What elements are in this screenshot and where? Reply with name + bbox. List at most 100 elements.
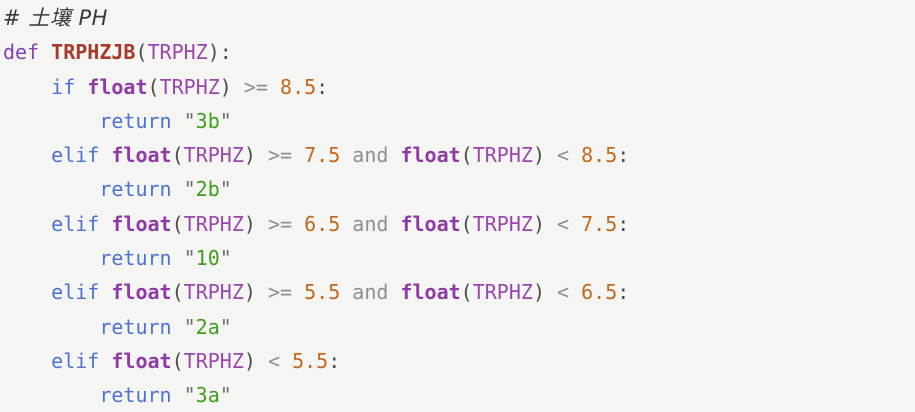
token-keyword-flow: return bbox=[99, 246, 172, 271]
token-plain bbox=[268, 75, 280, 99]
token-string: 3a bbox=[195, 383, 220, 408]
token-plain bbox=[292, 212, 304, 236]
token-plain bbox=[3, 143, 51, 167]
token-operator: and bbox=[352, 280, 389, 305]
token-keyword-flow: return bbox=[99, 314, 172, 339]
token-operator: and bbox=[352, 211, 389, 236]
code-line: def TRPHZJB(TRPHZ): bbox=[3, 35, 915, 69]
token-comment: # 土壤 PH bbox=[3, 6, 108, 30]
token-plain bbox=[545, 212, 557, 236]
token-variable: TRPHZ bbox=[183, 143, 244, 168]
token-punct: ) bbox=[219, 74, 232, 99]
token-plain bbox=[388, 143, 400, 167]
token-string-quote: " bbox=[219, 108, 232, 133]
code-line: return "2a" bbox=[3, 310, 915, 344]
token-keyword-def: def bbox=[3, 40, 40, 65]
token-number: 6.5 bbox=[581, 280, 618, 305]
token-plain bbox=[3, 75, 51, 99]
token-plain bbox=[569, 280, 581, 304]
token-plain bbox=[292, 143, 304, 167]
code-line: return "10" bbox=[3, 241, 915, 275]
token-punct: ( bbox=[171, 348, 184, 373]
token-operator: < bbox=[557, 280, 570, 305]
token-plain bbox=[3, 315, 99, 339]
token-punct: ) bbox=[243, 143, 256, 168]
code-line: elif float(TRPHZ) < 5.5: bbox=[3, 344, 915, 378]
token-number: 8.5 bbox=[581, 143, 618, 168]
code-line: if float(TRPHZ) >= 8.5: bbox=[3, 70, 915, 104]
token-number: 5.5 bbox=[292, 348, 329, 373]
token-string-quote: " bbox=[183, 383, 196, 408]
token-builtin: float bbox=[400, 143, 461, 168]
code-line: # 土壤 PH bbox=[3, 1, 915, 35]
token-keyword-flow: return bbox=[99, 108, 172, 133]
token-operator: < bbox=[557, 143, 570, 168]
token-string: 10 bbox=[195, 246, 220, 271]
token-string-quote: " bbox=[219, 246, 232, 271]
token-plain bbox=[172, 109, 184, 133]
token-punct: ) bbox=[532, 280, 545, 305]
token-plain bbox=[256, 143, 268, 167]
token-plain bbox=[545, 280, 557, 304]
token-variable: TRPHZ bbox=[183, 211, 244, 236]
token-plain bbox=[3, 246, 99, 270]
token-keyword-flow: elif bbox=[51, 143, 100, 168]
token-plain bbox=[256, 349, 268, 373]
token-plain bbox=[256, 280, 268, 304]
token-plain bbox=[569, 143, 581, 167]
token-variable: TRPHZ bbox=[472, 280, 533, 305]
token-string: 2a bbox=[195, 314, 220, 339]
token-string: 3b bbox=[195, 108, 220, 133]
token-punct: ) bbox=[532, 143, 545, 168]
token-number: 8.5 bbox=[280, 74, 317, 99]
token-builtin: float bbox=[87, 74, 148, 99]
token-builtin: float bbox=[400, 280, 461, 305]
token-punct: : bbox=[316, 74, 329, 99]
token-plain bbox=[3, 349, 51, 373]
token-plain bbox=[292, 280, 304, 304]
code-line: return "2b" bbox=[3, 172, 915, 206]
token-plain bbox=[39, 40, 51, 64]
token-number: 7.5 bbox=[581, 211, 618, 236]
token-function-name: TRPHZJB bbox=[51, 40, 136, 65]
token-plain bbox=[340, 143, 352, 167]
token-operator: < bbox=[267, 348, 281, 373]
token-string-quote: " bbox=[219, 314, 232, 339]
token-variable: TRPHZ bbox=[472, 211, 533, 236]
token-plain bbox=[232, 75, 244, 99]
token-string: 2b bbox=[195, 177, 220, 202]
token-plain bbox=[99, 349, 111, 373]
token-operator: >= bbox=[267, 143, 293, 168]
token-builtin: float bbox=[111, 280, 172, 305]
token-plain bbox=[256, 212, 268, 236]
token-string-quote: " bbox=[183, 108, 196, 133]
token-builtin: float bbox=[400, 211, 461, 236]
token-plain bbox=[3, 383, 99, 407]
token-punct: : bbox=[617, 280, 630, 305]
token-punct: ) bbox=[243, 211, 256, 236]
token-plain bbox=[99, 143, 111, 167]
token-keyword-flow: elif bbox=[51, 280, 100, 305]
token-plain bbox=[388, 280, 400, 304]
token-plain bbox=[75, 75, 87, 99]
token-keyword-flow: elif bbox=[51, 348, 100, 373]
token-keyword-flow: if bbox=[51, 74, 76, 99]
token-variable: TRPHZ bbox=[183, 280, 244, 305]
token-variable: TRPHZ bbox=[147, 40, 208, 65]
token-builtin: float bbox=[111, 348, 172, 373]
token-punct: ( bbox=[460, 280, 473, 305]
token-plain bbox=[99, 212, 111, 236]
token-plain bbox=[340, 212, 352, 236]
code-line: elif float(TRPHZ) >= 7.5 and float(TRPHZ… bbox=[3, 138, 915, 172]
token-plain bbox=[99, 280, 111, 304]
code-line: return "3b" bbox=[3, 104, 915, 138]
token-punct: ( bbox=[171, 211, 184, 236]
token-operator: < bbox=[557, 211, 570, 236]
token-string-quote: " bbox=[183, 314, 196, 339]
token-string-quote: " bbox=[219, 177, 232, 202]
code-line: elif float(TRPHZ) >= 6.5 and float(TRPHZ… bbox=[3, 207, 915, 241]
token-plain bbox=[3, 109, 99, 133]
token-number: 6.5 bbox=[304, 211, 341, 236]
token-string-quote: " bbox=[183, 246, 196, 271]
